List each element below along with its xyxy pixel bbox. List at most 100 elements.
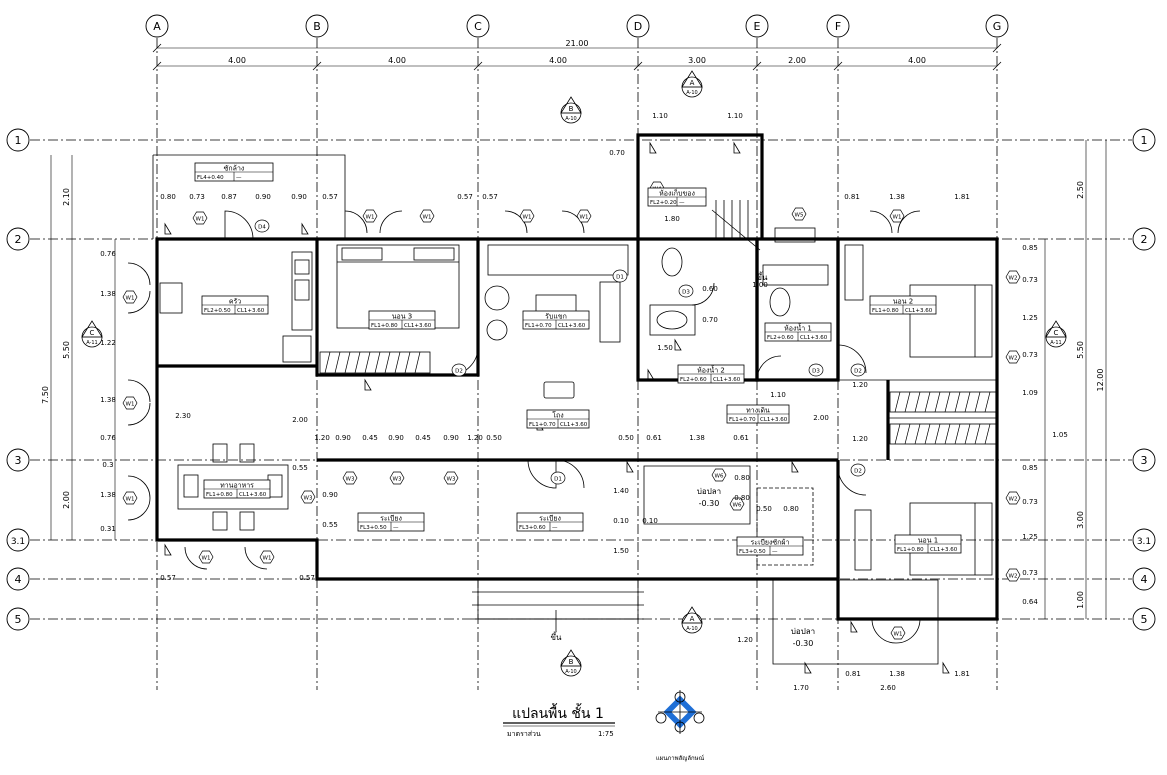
room-name: โถง	[552, 411, 563, 420]
window-tag-text: W5	[795, 213, 804, 219]
dimension-text: 0.76	[100, 250, 116, 258]
section-tag-A: AA-10	[681, 606, 703, 634]
dimension-text: 1.25	[1022, 533, 1038, 541]
grid-bubble-A	[145, 14, 169, 38]
grid-bubble-4-right	[1132, 567, 1156, 591]
door-tag-text: D2	[455, 369, 463, 375]
door-tag-text: D3	[812, 369, 820, 375]
top-dim-5: 2.00	[788, 56, 806, 65]
dimension-text: 0.90	[388, 434, 404, 442]
window-tag: W6	[729, 497, 745, 511]
window-tag: W1	[362, 209, 378, 223]
right-dim-4: 1.00	[1076, 591, 1085, 609]
section-letter: C	[90, 329, 95, 337]
grid-label-3.1: 3.1	[11, 537, 25, 547]
grid-bubble-1-right	[1132, 128, 1156, 152]
section-letter: C	[1054, 329, 1059, 337]
grid-label-5: 5	[1141, 613, 1148, 626]
room-name: ระเบียง	[539, 515, 561, 523]
dimension-text: 0.45	[415, 434, 431, 442]
grid-bubble-C	[466, 14, 490, 38]
door-tag-text: D4	[258, 225, 266, 231]
dimension-text: 0.50	[618, 434, 634, 442]
dimension-text: 1.81	[954, 670, 970, 678]
section-letter: B	[569, 105, 574, 113]
room-floor-level: FL2+0.60	[767, 335, 794, 341]
door-tag: D4	[254, 219, 270, 233]
dimension-text: 0.50	[756, 505, 772, 513]
window-tag: W1	[576, 209, 592, 223]
grid-label-C: C	[474, 20, 482, 33]
window-tag: W1	[122, 491, 138, 505]
room-name: นอน 3	[392, 313, 412, 321]
grid-bubble-F	[826, 14, 850, 38]
left-dim-3: 2.00	[62, 491, 71, 509]
dimension-text: 1.38	[100, 491, 116, 499]
door-tag-text: D2	[854, 369, 862, 375]
dimension-text: 0.73	[189, 193, 205, 201]
window-tag-text: W1	[893, 215, 902, 221]
dimension-text: 0.10	[613, 517, 629, 525]
room-ceiling-level: CL1+3.60	[930, 547, 958, 553]
toilet-2	[769, 287, 791, 317]
window-tag: W1	[519, 209, 535, 223]
window-tag-text: W3	[393, 477, 402, 483]
table-symbol	[543, 381, 575, 399]
room-floor-level: FL1+0.80	[206, 492, 233, 498]
up-label-stair: ขึ้น	[757, 271, 768, 282]
dimension-text: 2.30	[175, 412, 191, 420]
window-tag: W1	[259, 550, 275, 564]
window-tag-text: W2	[1009, 356, 1018, 362]
window-tag: W2	[1005, 568, 1021, 582]
dining-table	[177, 464, 289, 510]
grid-bubble-3.1-right	[1132, 528, 1156, 552]
room-floor-level: FL4+0.40	[197, 175, 224, 181]
room-ceiling-level: CL1+3.60	[558, 323, 586, 329]
grid-label-2: 2	[15, 233, 22, 246]
window-tag-text: W1	[580, 215, 589, 221]
grid-label-3.1: 3.1	[1137, 537, 1151, 547]
door-tag-text: D3	[682, 290, 690, 296]
room-floor-level: FL3+0.50	[739, 549, 766, 555]
door-tag: D3	[678, 284, 694, 298]
door-tag: D2	[850, 463, 866, 477]
section-sheet: A-10	[686, 90, 697, 96]
door-tag: D2	[451, 363, 467, 377]
door-tag: D1	[612, 269, 628, 283]
window-tag-text: W2	[1009, 276, 1018, 282]
room-floor-level: FL2+0.60	[680, 377, 707, 383]
window-tag: W3	[342, 471, 358, 485]
dimension-text: 0.81	[845, 670, 861, 678]
dimension-text: 0.73	[1022, 351, 1038, 359]
window-tag-text: W1	[894, 632, 903, 638]
top-dim-6: 4.00	[908, 56, 926, 65]
porch-steps	[472, 578, 644, 620]
scale-value: 1:75	[598, 730, 614, 738]
dimension-text: 1.09	[1022, 389, 1038, 397]
dimension-text: 0.70	[702, 316, 718, 324]
dimension-text: 0.60	[702, 285, 718, 293]
window-tag-text: W1	[523, 215, 532, 221]
section-tag-B: BA-10	[560, 96, 582, 124]
right-dim-2: 5.50	[1076, 341, 1085, 359]
dimension-text: 1.80	[664, 215, 680, 223]
dimension-text: 1.10	[770, 391, 786, 399]
dimension-text: 0.55	[292, 464, 308, 472]
grid-bubble-D	[626, 14, 650, 38]
room-floor-level: FL1+0.80	[897, 547, 924, 553]
dimension-text: 2.00	[292, 416, 308, 424]
dimension-text: 1.10	[652, 112, 668, 120]
dimension-text: 0.90	[443, 434, 459, 442]
pond-level: -0.30	[793, 639, 814, 648]
dimension-text: 1.50	[613, 547, 629, 555]
window-tag: W5	[791, 207, 807, 221]
dimension-text: 1.38	[889, 193, 905, 201]
